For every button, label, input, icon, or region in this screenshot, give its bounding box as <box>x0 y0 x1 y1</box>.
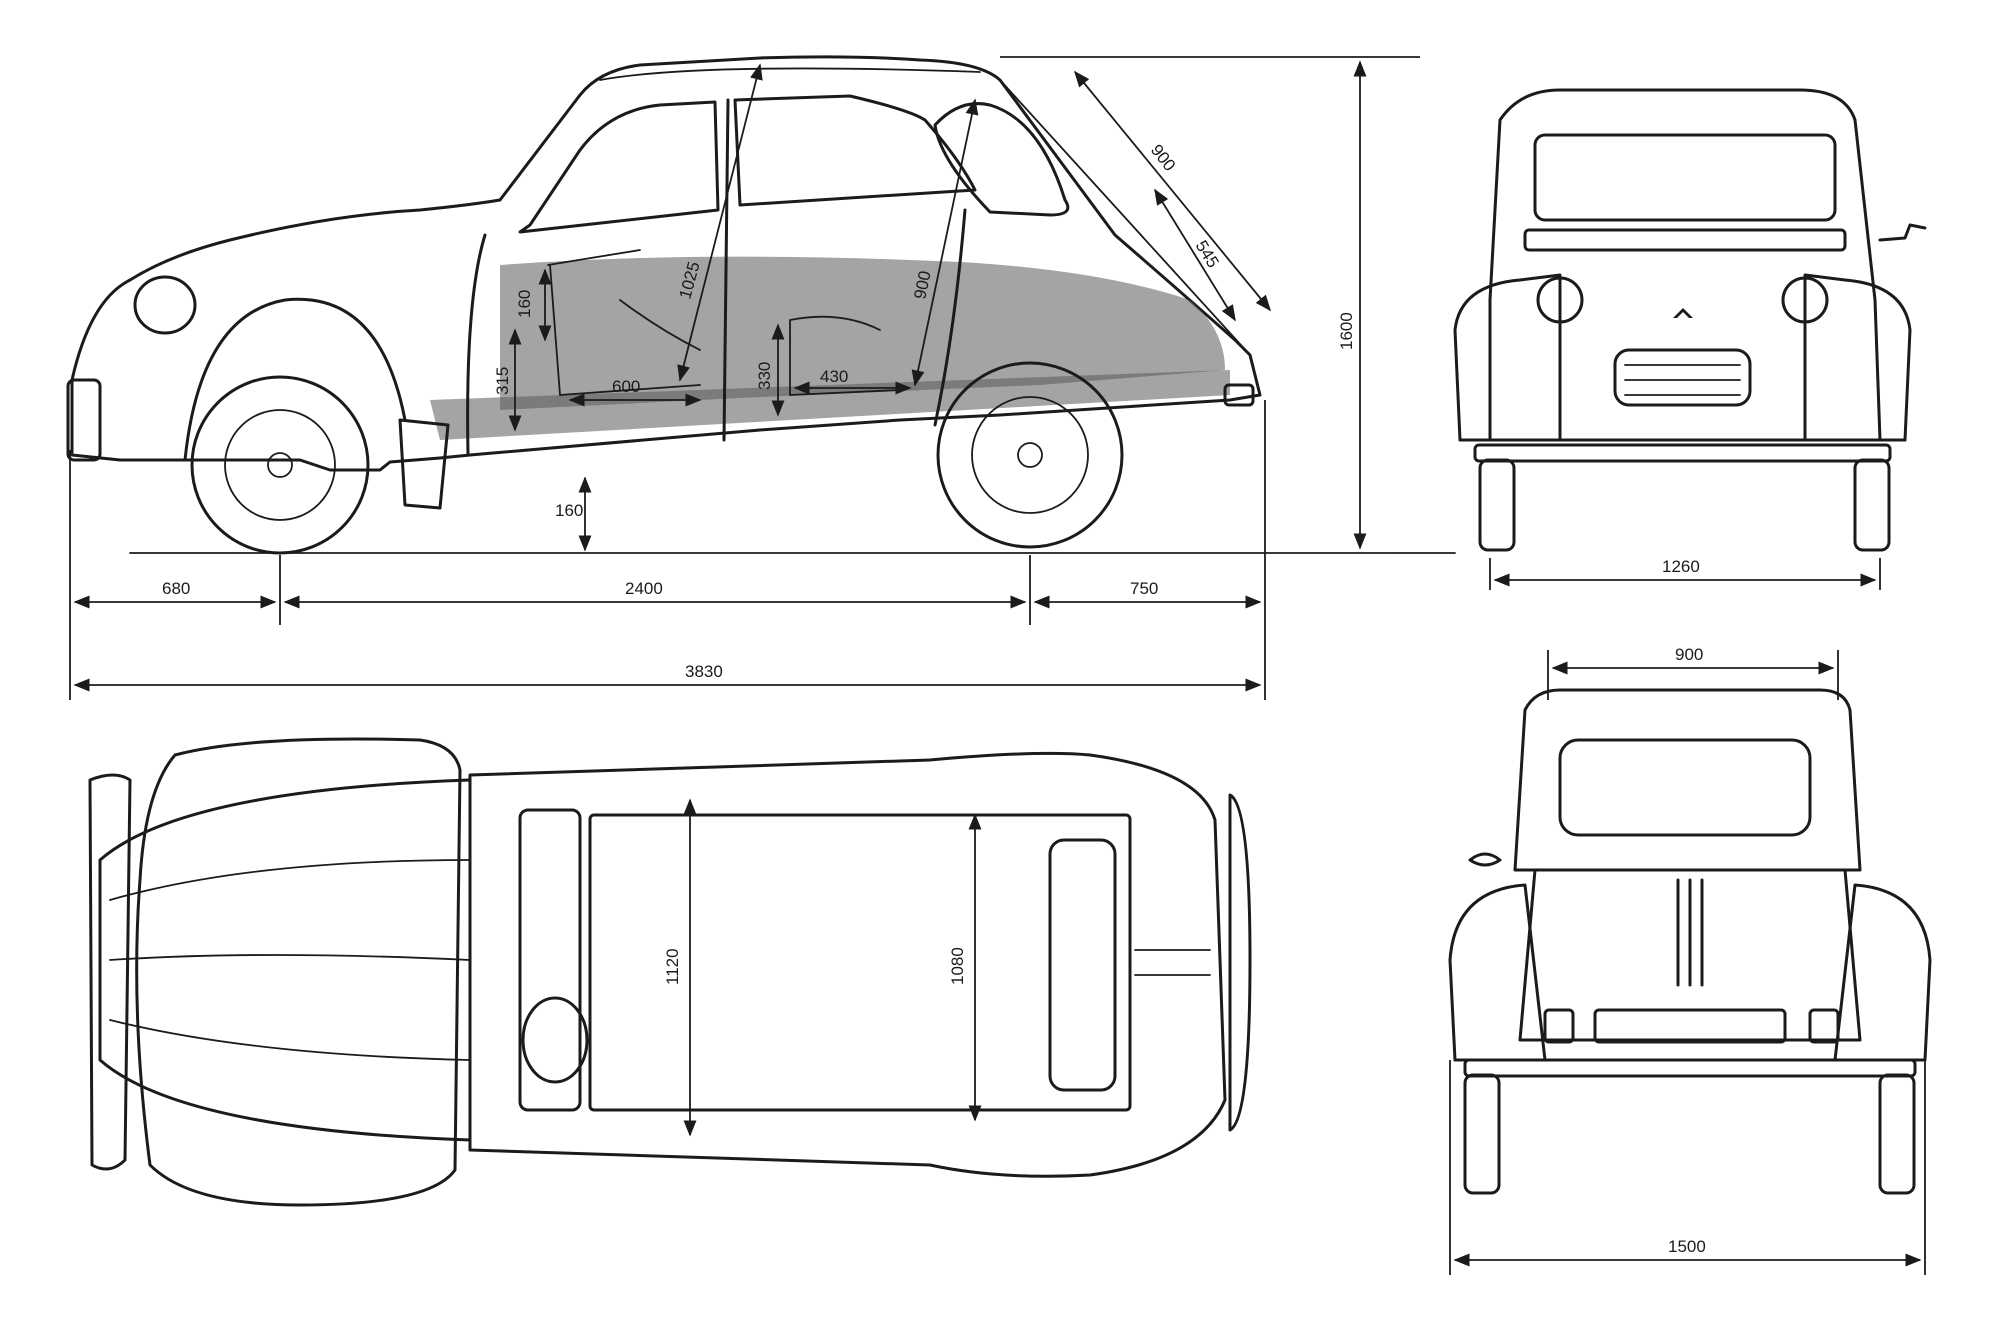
side-front-wheel <box>190 375 370 555</box>
front-seat-depth-label: 600 <box>612 377 640 396</box>
top-steering-wheel <box>521 996 589 1084</box>
side-mudflap <box>398 418 450 510</box>
front-right-headlamp <box>1781 276 1829 324</box>
hatch-dim-line <box>1154 188 1236 322</box>
front-body <box>1488 88 1882 442</box>
front-grille <box>1613 348 1752 407</box>
side-roof-line <box>599 67 981 81</box>
rear-interior-width-label: 1080 <box>948 947 967 985</box>
seat-height-label: 315 <box>493 367 512 395</box>
rear-view: 900 1500 <box>1448 645 1932 1275</box>
rear-right-fender <box>1833 883 1932 1062</box>
rear-right-lamp <box>1808 1008 1840 1044</box>
rear-left-tyre <box>1463 1073 1501 1195</box>
roof-length-label: 900 <box>1147 141 1179 175</box>
front-overhang-label: 680 <box>162 579 190 598</box>
rear-seat-height-label: 330 <box>755 362 774 390</box>
top-hood-ribs <box>109 859 471 1061</box>
side-front-window <box>518 100 720 234</box>
rear-seat-depth-label: 430 <box>820 367 848 386</box>
side-rear-rim <box>971 396 1089 514</box>
side-front-seat <box>547 249 701 396</box>
rear-window <box>1558 738 1812 837</box>
side-sill-shading <box>430 370 1230 440</box>
front-windscreen <box>1533 133 1837 222</box>
top-front-bumper <box>88 773 132 1171</box>
top-view: 1120 1080 <box>88 737 1252 1207</box>
front-left-tyre <box>1478 458 1516 552</box>
side-headlamp <box>133 275 197 335</box>
front-left-headlamp <box>1536 276 1584 324</box>
rear-number-plate <box>1593 1008 1787 1044</box>
front-view: 1260 <box>1453 88 1927 590</box>
top-rear-window <box>1048 838 1117 1092</box>
rear-left-lamp <box>1543 1008 1575 1044</box>
top-roof-panel <box>588 813 1132 1112</box>
top-windscreen <box>518 808 582 1112</box>
front-left-fender <box>1453 273 1562 442</box>
top-front-fenders <box>135 737 462 1207</box>
side-front-hub <box>267 452 293 478</box>
overall-height-label: 1600 <box>1337 312 1356 350</box>
front-right-tyre <box>1853 458 1891 552</box>
overall-length-label: 3830 <box>685 662 723 681</box>
front-door-diag-line <box>677 63 763 382</box>
wheelbase-label: 2400 <box>625 579 663 598</box>
rear-bumper <box>1463 1058 1917 1078</box>
seat-back-height-label: 160 <box>515 290 534 318</box>
rear-boot <box>1518 868 1862 1042</box>
roof-dim-line <box>1073 70 1272 312</box>
top-hood <box>98 778 472 1142</box>
rear-roof-width-label: 900 <box>1675 645 1703 664</box>
rear-roof <box>1513 688 1862 872</box>
front-mirror <box>1878 223 1927 242</box>
side-rear-wheel <box>936 361 1124 549</box>
top-cabin <box>468 751 1227 1178</box>
side-rear-hub <box>1017 442 1043 468</box>
side-rear-window <box>733 94 977 207</box>
front-cowl <box>1523 228 1847 252</box>
rear-door-diag-line <box>911 98 979 387</box>
rear-right-tyre <box>1878 1073 1916 1195</box>
ground-clearance-label: 160 <box>555 501 583 520</box>
front-track-label: 1260 <box>1662 557 1700 576</box>
front-interior-width-label: 1120 <box>663 948 682 985</box>
side-front-fender <box>183 297 407 462</box>
top-rear-bumper <box>1228 793 1252 1132</box>
front-right-fender <box>1803 273 1912 442</box>
rear-hatch-label: 545 <box>1192 237 1223 271</box>
overall-width-label: 1500 <box>1668 1237 1706 1256</box>
side-front-bumper <box>66 378 102 462</box>
rear-mirror <box>1468 852 1502 867</box>
side-rear-bumper <box>1223 383 1255 407</box>
side-front-rim <box>224 409 336 521</box>
rear-overhang-label: 750 <box>1130 579 1158 598</box>
rear-left-fender <box>1448 883 1547 1062</box>
side-front-door-edge <box>466 233 487 457</box>
chevron-logo-icon <box>1673 308 1693 318</box>
front-bumper <box>1473 443 1892 463</box>
side-view: 1600 900 545 1025 900 160 315 600 330 43… <box>66 55 1456 700</box>
